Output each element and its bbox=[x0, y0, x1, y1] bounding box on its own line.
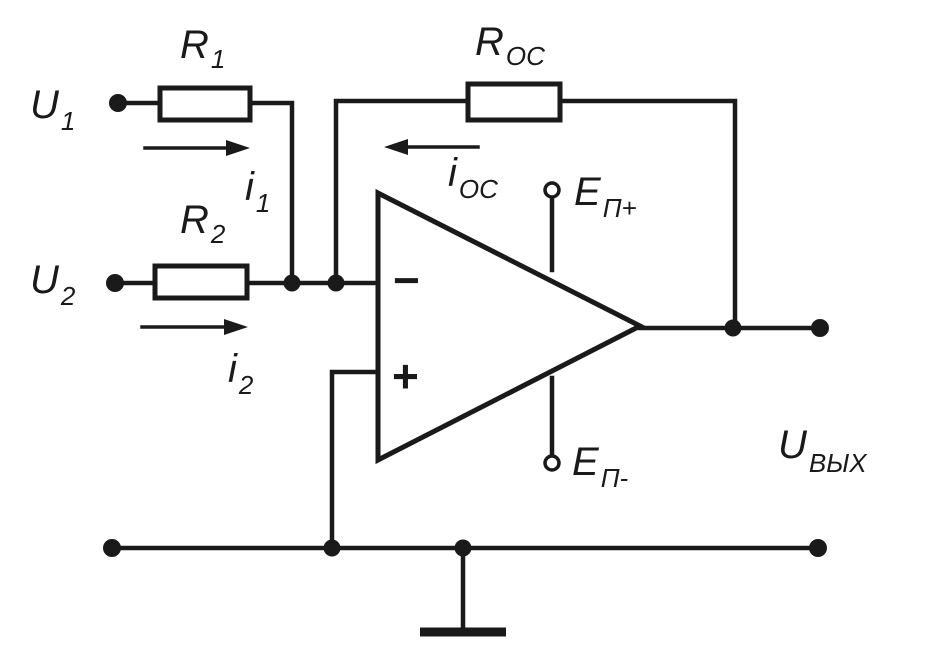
junction-ground-noninv bbox=[323, 539, 341, 557]
label-ep-plus: EП+ bbox=[574, 170, 637, 223]
feedback-branch bbox=[333, 81, 738, 332]
resistor-r1 bbox=[157, 85, 253, 123]
input-u2-branch bbox=[115, 263, 381, 301]
junction-feedback bbox=[327, 274, 345, 292]
arrow-i2 bbox=[140, 319, 248, 335]
junction-r1-r2 bbox=[283, 274, 301, 292]
terminal-output bbox=[811, 319, 829, 337]
opamp-triangle bbox=[375, 188, 646, 465]
label-uout: UВЫХ bbox=[778, 423, 868, 478]
resistor-r2 bbox=[152, 263, 250, 301]
label-ep-minus: EП- bbox=[572, 440, 629, 493]
ground-left-terminal bbox=[103, 539, 121, 557]
label-i2: i2 bbox=[228, 347, 254, 400]
opamp-minus-sign: − bbox=[393, 254, 420, 306]
label-u1: U1 bbox=[30, 83, 75, 136]
arrow-ioc bbox=[384, 139, 480, 155]
supply-minus-terminal bbox=[543, 454, 561, 472]
terminal-u1 bbox=[109, 94, 127, 112]
opamp-plus-sign: + bbox=[392, 350, 419, 402]
noninverting-input-wire bbox=[329, 369, 381, 551]
label-u2: U2 bbox=[30, 258, 76, 311]
label-r2: R2 bbox=[180, 198, 226, 249]
supply-plus-terminal bbox=[543, 181, 561, 199]
label-r1: R1 bbox=[180, 23, 225, 74]
arrow-i1 bbox=[143, 140, 250, 156]
junction-ground-stem bbox=[454, 539, 472, 557]
label-i1: i1 bbox=[245, 165, 270, 218]
input-u1-branch bbox=[115, 85, 295, 286]
label-roc: ROC bbox=[475, 20, 545, 71]
ground-right-terminal bbox=[809, 539, 827, 557]
junction-output bbox=[724, 319, 742, 337]
resistor-roc bbox=[465, 81, 563, 123]
label-ioc: iOC bbox=[448, 151, 498, 204]
terminal-u2 bbox=[106, 274, 124, 292]
